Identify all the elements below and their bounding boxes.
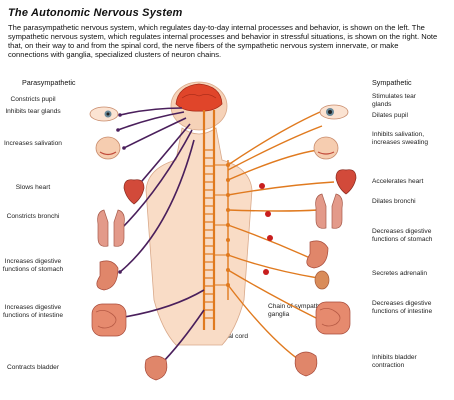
bladder-left [144, 355, 168, 381]
lungs-left [97, 209, 125, 247]
adrenal-gland-right [314, 270, 330, 290]
para-label-intestine: Increases digestive functions of intesti… [2, 304, 64, 319]
para-label-inhibits-tear-glands: Inhibits tear glands [5, 108, 61, 115]
body-silhouette [145, 81, 253, 346]
symp-label-dilates-bronchi: Dilates bronchi [372, 198, 416, 205]
eye-left [89, 106, 119, 122]
para-label-increases-salivation: Increases salivation [4, 140, 62, 147]
para-label-constricts-bronchi: Constricts bronchi [6, 213, 60, 220]
intestine-right [315, 301, 351, 335]
symp-label-intestine: Decreases digestive functions of intesti… [372, 300, 433, 315]
symp-label-stomach: Decreases digestive functions of stomach [372, 228, 433, 243]
symp-label-adrenalin: Secretes adrenalin [372, 270, 427, 277]
para-label-contracts-bladder: Contracts bladder [6, 364, 60, 371]
ganglia-chain-label: Chain of sympathetic ganglia [268, 303, 330, 318]
para-label-slows-heart: Slows heart [15, 184, 51, 191]
parasympathetic-heading: Parasympathetic [22, 78, 76, 87]
mouth-left [95, 136, 121, 160]
para-label-constricts-pupil: Constricts pupil [10, 96, 56, 103]
eye-right [319, 104, 349, 120]
symp-label-bladder: Inhibits bladder contraction [372, 354, 417, 369]
lungs-right [315, 193, 343, 229]
symp-label-dilates-pupil: Dilates pupil [372, 112, 408, 119]
mouth-right [313, 136, 339, 160]
heart-left [123, 179, 145, 205]
intestine-left [91, 303, 127, 337]
intro-paragraph: The parasympathetic nervous system, whic… [8, 23, 438, 59]
stomach-right [306, 240, 329, 269]
brain [175, 83, 223, 112]
heart-right [335, 169, 357, 195]
bladder-right [294, 351, 318, 377]
diagram-title: The Autonomic Nervous System [8, 7, 183, 19]
para-label-stomach: Increases digestive functions of stomach [2, 258, 64, 273]
symp-label-tear-glands: Stimulates tear glands [372, 93, 416, 108]
sympathetic-heading: Sympathetic [372, 78, 412, 87]
spinal-cord [202, 110, 230, 330]
stomach-left [96, 260, 119, 291]
spinal-cord-label: Spinal cord [215, 333, 248, 340]
sympathetic-ganglia [259, 183, 273, 275]
symp-label-salivation-sweating: Inhibits salivation, increases sweating [372, 131, 429, 146]
symp-label-accelerates-heart: Accelerates heart [372, 178, 424, 185]
